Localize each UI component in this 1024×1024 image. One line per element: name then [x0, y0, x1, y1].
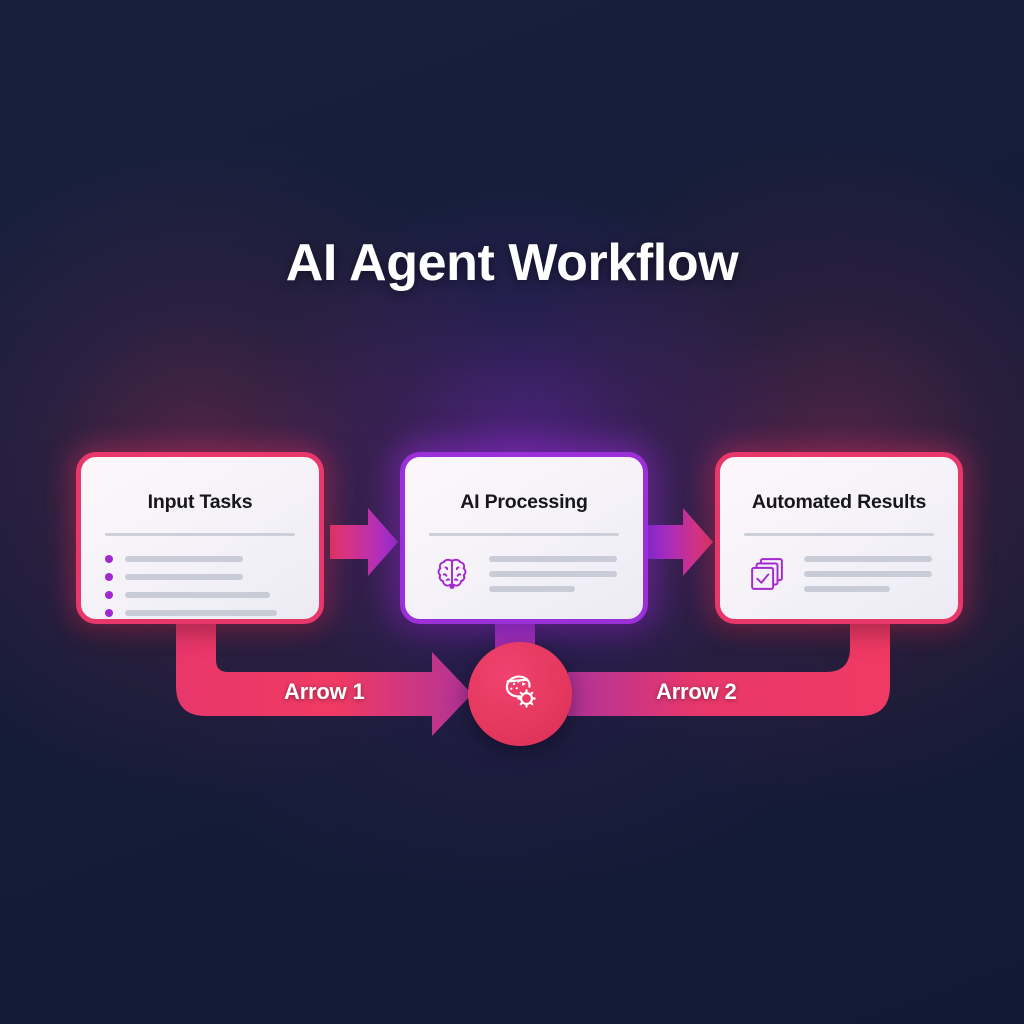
step-card-input-tasks[interactable]: Input Tasks	[76, 452, 324, 624]
step-title: AI Processing	[460, 491, 588, 513]
card-divider	[105, 533, 295, 536]
text-placeholder-lines	[489, 556, 623, 592]
step-title: Input Tasks	[147, 491, 253, 513]
placeholder-bar	[489, 571, 617, 577]
page-title: AI Agent Workflow	[285, 234, 739, 292]
text-placeholder-lines	[804, 556, 938, 592]
flow-label-arrow-2: Arrow 2	[656, 679, 737, 704]
bullet-dot-icon	[105, 554, 113, 563]
documents-check-icon	[744, 551, 790, 597]
placeholder-bar	[489, 556, 617, 562]
flow-label-arrow-1: Arrow 1	[284, 679, 365, 704]
list-item	[105, 607, 299, 618]
card-body	[744, 551, 938, 597]
placeholder-bar	[804, 586, 890, 592]
placeholder-bar	[804, 571, 932, 577]
placeholder-bar	[125, 591, 270, 598]
card-divider	[744, 533, 934, 536]
brain-icon	[429, 551, 475, 597]
list-item	[105, 571, 299, 582]
placeholder-bar	[125, 573, 243, 580]
task-list	[105, 553, 299, 619]
connector-1-arrow-right-icon	[330, 508, 398, 576]
step-card-automated-results[interactable]: Automated Results	[715, 452, 963, 624]
center-badge[interactable]	[468, 642, 572, 746]
placeholder-bar	[125, 609, 277, 616]
placeholder-bar	[125, 555, 243, 562]
pipe-arrow-1	[176, 606, 472, 736]
placeholder-bar	[804, 556, 932, 562]
connector-2-arrow-right-icon	[645, 508, 713, 576]
list-item	[105, 589, 299, 600]
card-divider	[429, 533, 619, 536]
bullet-dot-icon	[105, 608, 113, 617]
pipe-arrow-2	[568, 606, 890, 716]
step-card-ai-processing[interactable]: AI Processing	[400, 452, 648, 624]
bullet-dot-icon	[105, 590, 113, 599]
card-body	[429, 551, 623, 597]
bullet-dot-icon	[105, 572, 113, 581]
step-title: Automated Results	[751, 491, 927, 513]
list-item	[105, 553, 299, 564]
brain-gear-icon	[494, 666, 546, 723]
placeholder-bar	[489, 586, 575, 592]
